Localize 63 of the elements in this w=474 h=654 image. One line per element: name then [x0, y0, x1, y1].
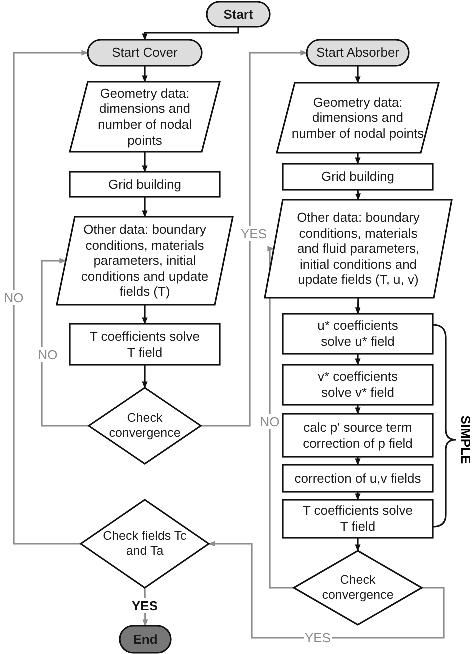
input-parallelogram — [265, 200, 452, 298]
start-terminal — [207, 2, 270, 27]
step-text: Grid building — [108, 176, 182, 192]
arrow — [355, 298, 361, 315]
arrow — [142, 365, 148, 389]
arrow — [355, 354, 361, 366]
arrow — [355, 457, 361, 466]
group-label: SIMPLE — [458, 416, 474, 464]
step-text: Grid building — [320, 169, 396, 185]
step-text: T coefficients solve T field — [88, 328, 202, 360]
arrow — [355, 66, 361, 84]
step-text: Geometry data: dimensions and number of nodal points — [97, 86, 193, 148]
step-text: Other data: boundary conditions, materials parameters, initial conditions and update fields (T) — [80, 222, 210, 300]
input-parallelogram — [57, 217, 233, 305]
arrow — [142, 305, 148, 325]
arrow — [41, 258, 89, 427]
process-box — [283, 314, 433, 354]
step-text: u* coefficients solve u* field — [316, 318, 400, 350]
step-text: Start Cover — [111, 45, 179, 61]
step-text: Geometry data: dimensions and number of nodal points — [290, 94, 426, 142]
arrow — [142, 27, 240, 41]
arrow — [13, 50, 89, 545]
edge-label: YES — [131, 598, 159, 614]
step-text: correction of u,v fields — [294, 470, 422, 486]
end-terminal — [120, 626, 171, 653]
arrow — [355, 492, 361, 501]
step-text: Start Absorber — [315, 45, 401, 61]
arrow — [201, 50, 308, 427]
decision-diamond — [81, 500, 209, 588]
edge-label: YES — [304, 630, 332, 646]
arrow — [355, 405, 361, 415]
process-box — [283, 500, 433, 538]
arrow — [142, 152, 148, 173]
decision-diamond — [89, 388, 201, 464]
process-box — [283, 414, 433, 457]
step-text: T coefficients solve T field — [302, 503, 414, 535]
arrow — [355, 538, 361, 552]
input-parallelogram — [277, 83, 439, 153]
step-text: calc p' source term correction of p field — [302, 420, 414, 452]
edge-label: YES — [240, 226, 268, 242]
arrow — [142, 66, 148, 83]
step-text: Start — [222, 6, 254, 22]
edge-label: NO — [259, 414, 281, 430]
process-box — [70, 172, 220, 197]
input-parallelogram — [70, 82, 220, 152]
decision-diamond — [294, 551, 422, 625]
edge-label: NO — [3, 290, 25, 306]
arrow — [355, 190, 361, 201]
arrow — [142, 197, 148, 218]
step-text: End — [132, 632, 159, 648]
process-box — [283, 164, 433, 190]
process-box — [70, 324, 220, 365]
step-text: v* coefficients solve v* field — [317, 369, 399, 401]
step-text: Check convergence — [108, 411, 182, 441]
process-box — [283, 465, 433, 492]
arrow — [208, 541, 445, 639]
step-text: Check fields Tc and Ta — [102, 529, 188, 559]
arrow — [355, 153, 361, 165]
edge-label: NO — [37, 348, 59, 362]
step-text: Other data: boundary conditions, materials and fluid parameters, initial conditions and update fields (T, u, v) — [296, 210, 421, 288]
step-text: Check convergence — [321, 573, 395, 603]
arrow — [268, 246, 294, 589]
process-box — [283, 365, 433, 405]
